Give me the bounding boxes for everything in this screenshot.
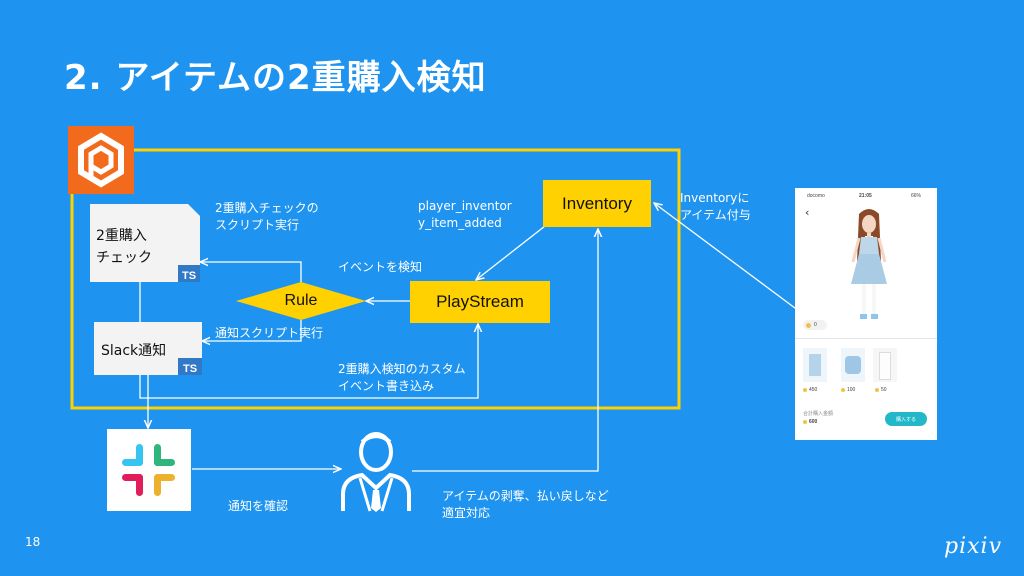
arrow-person-to-inventory	[412, 229, 598, 472]
action-label: アイテムの剥奪、払い戻しなど 適宜対応	[442, 489, 609, 520]
slide-title: 2. アイテムの2重購入検知	[64, 58, 487, 98]
pixiv-logo: pixiv	[944, 534, 1002, 559]
slack-script-doc: Slack通知 TS	[94, 322, 202, 375]
typescript-icon: TS	[178, 265, 200, 282]
rule-label: Rule	[284, 292, 318, 309]
arrow-rule-to-slack-script	[202, 320, 302, 341]
coin-icon	[803, 388, 807, 392]
back-chevron-icon[interactable]: ‹	[805, 206, 810, 219]
status-battery: 66%	[911, 193, 922, 199]
typescript-icon: TS	[178, 358, 202, 375]
item-price: 100	[847, 387, 856, 393]
detect-event-label: イベントを検知	[338, 260, 423, 274]
check-exec-label: 2重購入チェックの スクリプト実行	[215, 201, 319, 232]
check-script-line1: 2重購入	[96, 228, 147, 244]
coin-balance: 0	[803, 320, 827, 330]
character-figure	[851, 209, 887, 319]
total-value: 600	[809, 419, 818, 425]
playstream-box: PlayStream	[410, 281, 550, 323]
item-price: 450	[809, 387, 818, 393]
person-icon	[340, 428, 412, 513]
event-name-label: player_inventor y_item_added	[418, 199, 512, 230]
slack-script-label: Slack通知	[101, 343, 167, 359]
item-thumb-socks[interactable]	[873, 348, 897, 382]
rule-diamond: Rule	[236, 282, 366, 320]
buy-button[interactable]: 購入する	[885, 412, 927, 426]
check-script-doc: 2重購入 チェック TS	[90, 204, 200, 282]
status-time: 21:05	[859, 193, 872, 199]
confirm-notify-label: 通知を確認	[228, 499, 289, 513]
page-number: 18	[25, 535, 41, 549]
arrow-phone-to-inventory	[654, 203, 808, 318]
arrow-inventory-to-playstream	[476, 225, 546, 280]
inventory-box: Inventory	[543, 180, 651, 227]
phone-screenshot: docomo 21:05 66% ‹ 0 450 100 50	[795, 188, 937, 440]
coin-icon	[841, 388, 845, 392]
inventory-grant-label: Inventoryに アイテム付与	[680, 191, 751, 222]
inventory-label: Inventory	[562, 193, 632, 213]
custom-event-label: 2重購入検知のカスタム イベント書き込み	[338, 362, 466, 393]
notify-exec-label: 通知スクリプト実行	[215, 326, 324, 340]
playfab-frame	[70, 148, 681, 410]
check-script-line2: チェック	[96, 250, 152, 266]
item-thumb-shoes[interactable]	[841, 348, 865, 382]
status-carrier: docomo	[807, 193, 825, 199]
playstream-label: PlayStream	[436, 292, 524, 311]
coin-icon	[803, 420, 807, 424]
item-price: 50	[881, 387, 887, 393]
slack-logo-icon	[107, 429, 191, 511]
coin-icon	[875, 388, 879, 392]
total-label: 合計購入金額	[803, 411, 834, 417]
item-thumb-dress[interactable]	[803, 348, 827, 382]
arrow-rule-to-check-script	[200, 262, 302, 282]
playfab-logo-icon	[68, 126, 134, 194]
